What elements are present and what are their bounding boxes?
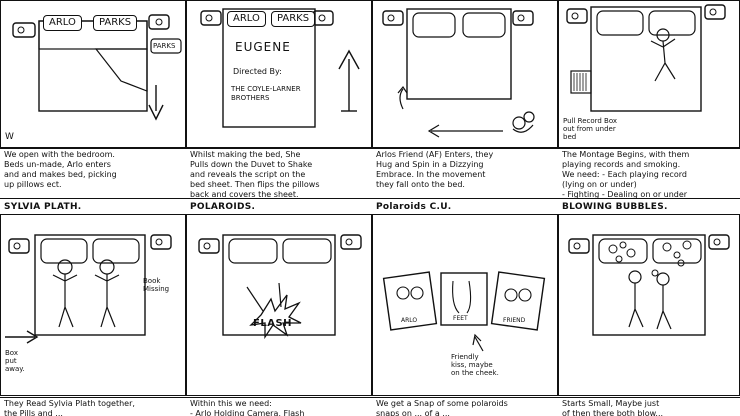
script-brothers: THE COYLE-LARNER BROTHERS (231, 85, 301, 102)
sign-parks-small: PARKS (153, 42, 176, 50)
kiss-label: Friendly kiss, maybe on the cheek. (451, 353, 499, 377)
panel-3-caption: Arlos Friend (AF) Enters, they Hug and S… (376, 150, 494, 189)
script-directed: Directed By: (233, 67, 282, 76)
panel-8 (558, 214, 740, 396)
sign-arlo: ARLO (43, 15, 82, 31)
panel-2-drawing (200, 8, 360, 128)
panel-4-title: BLOWING BUBBLES. (562, 202, 668, 212)
record-box-note: Pull Record Box out from under bed (563, 117, 618, 141)
panel-5-drawing (5, 234, 172, 344)
book-missing-label: Book Missing (143, 277, 170, 293)
panel-1-title: SYLVIA PLATH. (4, 202, 82, 212)
panel-4-caption: The Montage Begins, with them playing re… (562, 150, 690, 198)
panel-2-title: POLAROIDS. (190, 202, 256, 212)
sign-arlo: ARLO (227, 11, 266, 27)
panel-1: ARLO PARKS PARKS W (0, 0, 186, 148)
panel-4: Pull Record Box out from under bed (558, 0, 740, 148)
panel-3-drawing (382, 8, 535, 138)
panel-1-caption: We open with the bedroom. Beds un-made, … (4, 150, 117, 189)
divider-row2 (0, 397, 740, 398)
divider-row1-bottom (0, 198, 740, 199)
flash-text: FLASH (253, 318, 293, 329)
panel-3-title: Polaroids C.U. (376, 202, 452, 212)
polaroid-friend: FRIEND (503, 317, 526, 324)
panel-7: ARLO FEET FRIEND Friendly kiss, maybe on… (372, 214, 558, 396)
panel-4-drawing (566, 4, 726, 112)
panel-6: FLASH (186, 214, 372, 396)
panel-8-drawing (568, 234, 730, 336)
panel-6-caption: Within this we need: - Arlo Holding Came… (190, 399, 305, 416)
box-away-label: Box put away. (5, 349, 25, 373)
script-title: EUGENE (235, 40, 291, 54)
polaroid-feet: FEET (453, 315, 468, 322)
panel-6-drawing (198, 234, 362, 340)
panel-5: Book Missing Box put away. (0, 214, 186, 396)
panel-2: ARLO PARKS EUGENE Directed By: THE COYLE… (186, 0, 372, 148)
panel-7-drawing (382, 271, 546, 352)
panel-8-caption: Starts Small, Maybe just of then there b… (562, 399, 664, 416)
sign-parks: PARKS (271, 11, 316, 27)
sign-parks: PARKS (93, 15, 138, 31)
polaroid-arlo: ARLO (401, 317, 418, 324)
panel-3 (372, 0, 558, 148)
panel-7-caption: We get a Snap of some polaroids snaps on… (376, 399, 508, 416)
panel-5-caption: They Read Sylvia Plath together, the Pil… (4, 399, 135, 416)
panel-2-caption: Whilst making the bed, She Pulls down th… (190, 150, 320, 198)
divider-row1-top (0, 148, 740, 149)
corner-letter: W (5, 132, 14, 142)
